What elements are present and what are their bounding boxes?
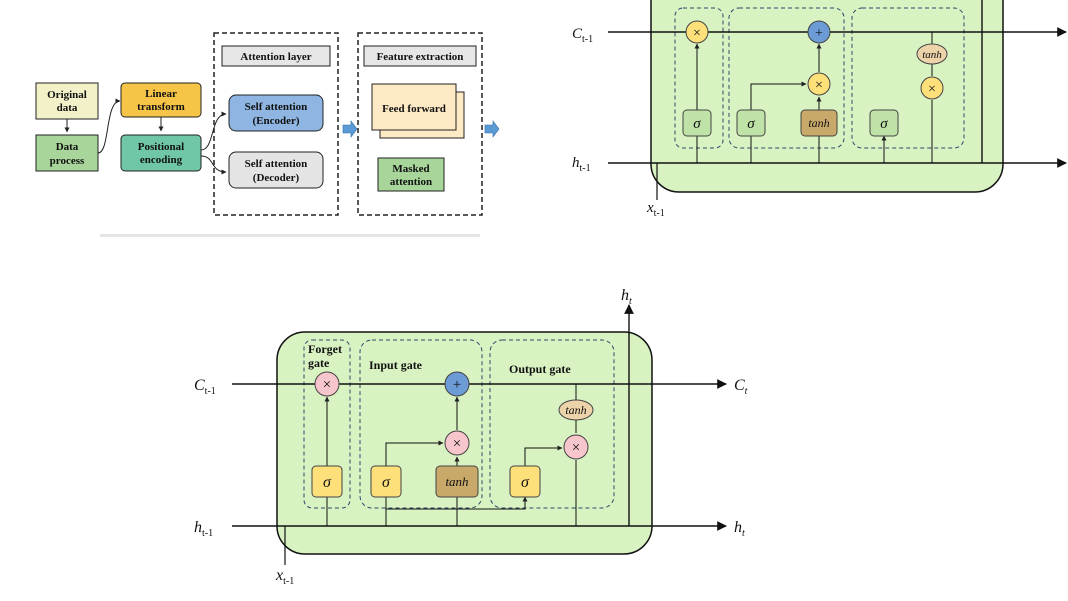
x-prev-label: xt-1 xyxy=(275,567,294,587)
input-gate-region xyxy=(359,339,483,509)
sigma-label: σ xyxy=(521,474,530,491)
input-sigma-box xyxy=(370,465,402,498)
times-symbol: × xyxy=(693,26,701,41)
cell-add-op xyxy=(807,20,831,44)
original-data-label-2: data xyxy=(57,102,78,114)
times-symbol: × xyxy=(453,436,461,452)
sigma-label: σ xyxy=(693,116,701,132)
input-multiply-op xyxy=(807,72,831,96)
c-prev-label: Ct-1 xyxy=(572,26,593,45)
times-symbol: × xyxy=(815,78,823,93)
flow-arrow-icon xyxy=(342,120,358,138)
input-gate-region xyxy=(728,7,845,149)
forget-gate-region xyxy=(303,339,351,509)
lstm-full-diagram: Forget gate Input gate Output gate × + ×… xyxy=(194,287,748,587)
original-data-box xyxy=(35,82,99,120)
attention-layer-header xyxy=(221,45,331,67)
feed-forward-box xyxy=(371,83,457,131)
feature-extraction-label: Feature extraction xyxy=(377,51,464,63)
times-symbol: × xyxy=(572,440,580,456)
h-top-label: ht xyxy=(621,287,632,307)
plus-symbol: + xyxy=(815,26,823,41)
h-next-label: ht xyxy=(734,519,745,539)
c-prev-label: Ct-1 xyxy=(194,377,216,397)
data-process-label-2: process xyxy=(50,155,85,167)
masked-attention-box xyxy=(377,157,445,192)
sigma-label: σ xyxy=(747,116,755,132)
data-process-box xyxy=(35,134,99,172)
forget-gate-label-2: gate xyxy=(308,356,330,370)
self-attention-decoder-label-2: (Decoder) xyxy=(253,172,300,184)
output-multiply-op xyxy=(563,434,589,460)
h-prev-label: ht-1 xyxy=(194,519,213,539)
masked-attention-label-2: attention xyxy=(390,176,432,188)
masked-attention-label-1: Masked xyxy=(392,163,429,175)
flow-arrow-icon-2 xyxy=(484,120,500,138)
c-next-label: Ct xyxy=(734,377,748,397)
lstm-partial-diagram: × + × tanh × σ σ tanh σ Ct-1 ht-1 xt-1 xyxy=(572,0,1067,219)
input-tanh-box xyxy=(435,465,479,498)
input-multiply-op xyxy=(444,430,470,456)
tanh-op xyxy=(558,399,594,421)
output-gate-label: Output gate xyxy=(509,362,571,376)
sigma-label: σ xyxy=(880,116,888,132)
cell-add-op xyxy=(444,371,470,397)
forget-multiply-op xyxy=(314,371,340,397)
times-symbol: × xyxy=(928,82,936,97)
transformer-diagram: Original data Data process Linear transf… xyxy=(35,32,500,237)
x-prev-label: xt-1 xyxy=(646,200,665,219)
linear-transform-label-1: Linear xyxy=(145,88,177,100)
self-attention-decoder-box xyxy=(228,151,324,189)
feature-extraction-group xyxy=(357,32,483,216)
tanh-label: tanh xyxy=(808,116,829,130)
positional-encoding-box xyxy=(120,134,202,172)
sigma-label: σ xyxy=(382,474,391,491)
forget-multiply-op xyxy=(685,20,709,44)
linear-transform-label-2: transform xyxy=(137,101,185,113)
tanh-label: tanh xyxy=(445,474,468,489)
forget-sigma-box xyxy=(311,465,343,498)
plus-symbol: + xyxy=(453,377,461,393)
tanh-label: tanh xyxy=(565,403,586,417)
tanh-label: tanh xyxy=(922,49,942,61)
original-data-label-1: Original xyxy=(47,89,87,101)
attention-layer-label: Attention layer xyxy=(240,51,311,63)
self-attention-encoder-label-1: Self attention xyxy=(245,101,308,113)
input-tanh-box xyxy=(800,109,838,137)
data-process-label-1: Data xyxy=(56,141,79,153)
tanh-op xyxy=(916,43,948,65)
h-prev-label: ht-1 xyxy=(572,155,591,174)
forget-gate-label-1: Forget xyxy=(308,342,342,356)
output-sigma-box xyxy=(869,109,899,137)
output-gate-region xyxy=(489,339,615,509)
caption-smudge xyxy=(100,234,480,237)
feature-extraction-header xyxy=(363,45,477,67)
forget-sigma-box xyxy=(682,109,712,137)
self-attention-encoder-label-2: (Encoder) xyxy=(252,115,299,127)
positional-encoding-label-2: encoding xyxy=(140,154,183,166)
input-sigma-box xyxy=(736,109,766,137)
self-attention-encoder-box xyxy=(228,94,324,132)
self-attention-decoder-label-1: Self attention xyxy=(245,158,308,170)
lstm-partial-cell xyxy=(650,0,1004,193)
sigma-label: σ xyxy=(323,474,332,491)
attention-layer-group xyxy=(213,32,339,216)
input-gate-label: Input gate xyxy=(369,358,423,372)
output-multiply-op xyxy=(920,76,944,100)
positional-encoding-label-1: Positional xyxy=(138,141,184,153)
output-gate-region xyxy=(851,7,965,149)
forget-gate-region xyxy=(674,7,724,149)
feed-forward-label: Feed forward xyxy=(382,103,446,115)
output-sigma-box xyxy=(509,465,541,498)
times-symbol: × xyxy=(323,377,331,393)
